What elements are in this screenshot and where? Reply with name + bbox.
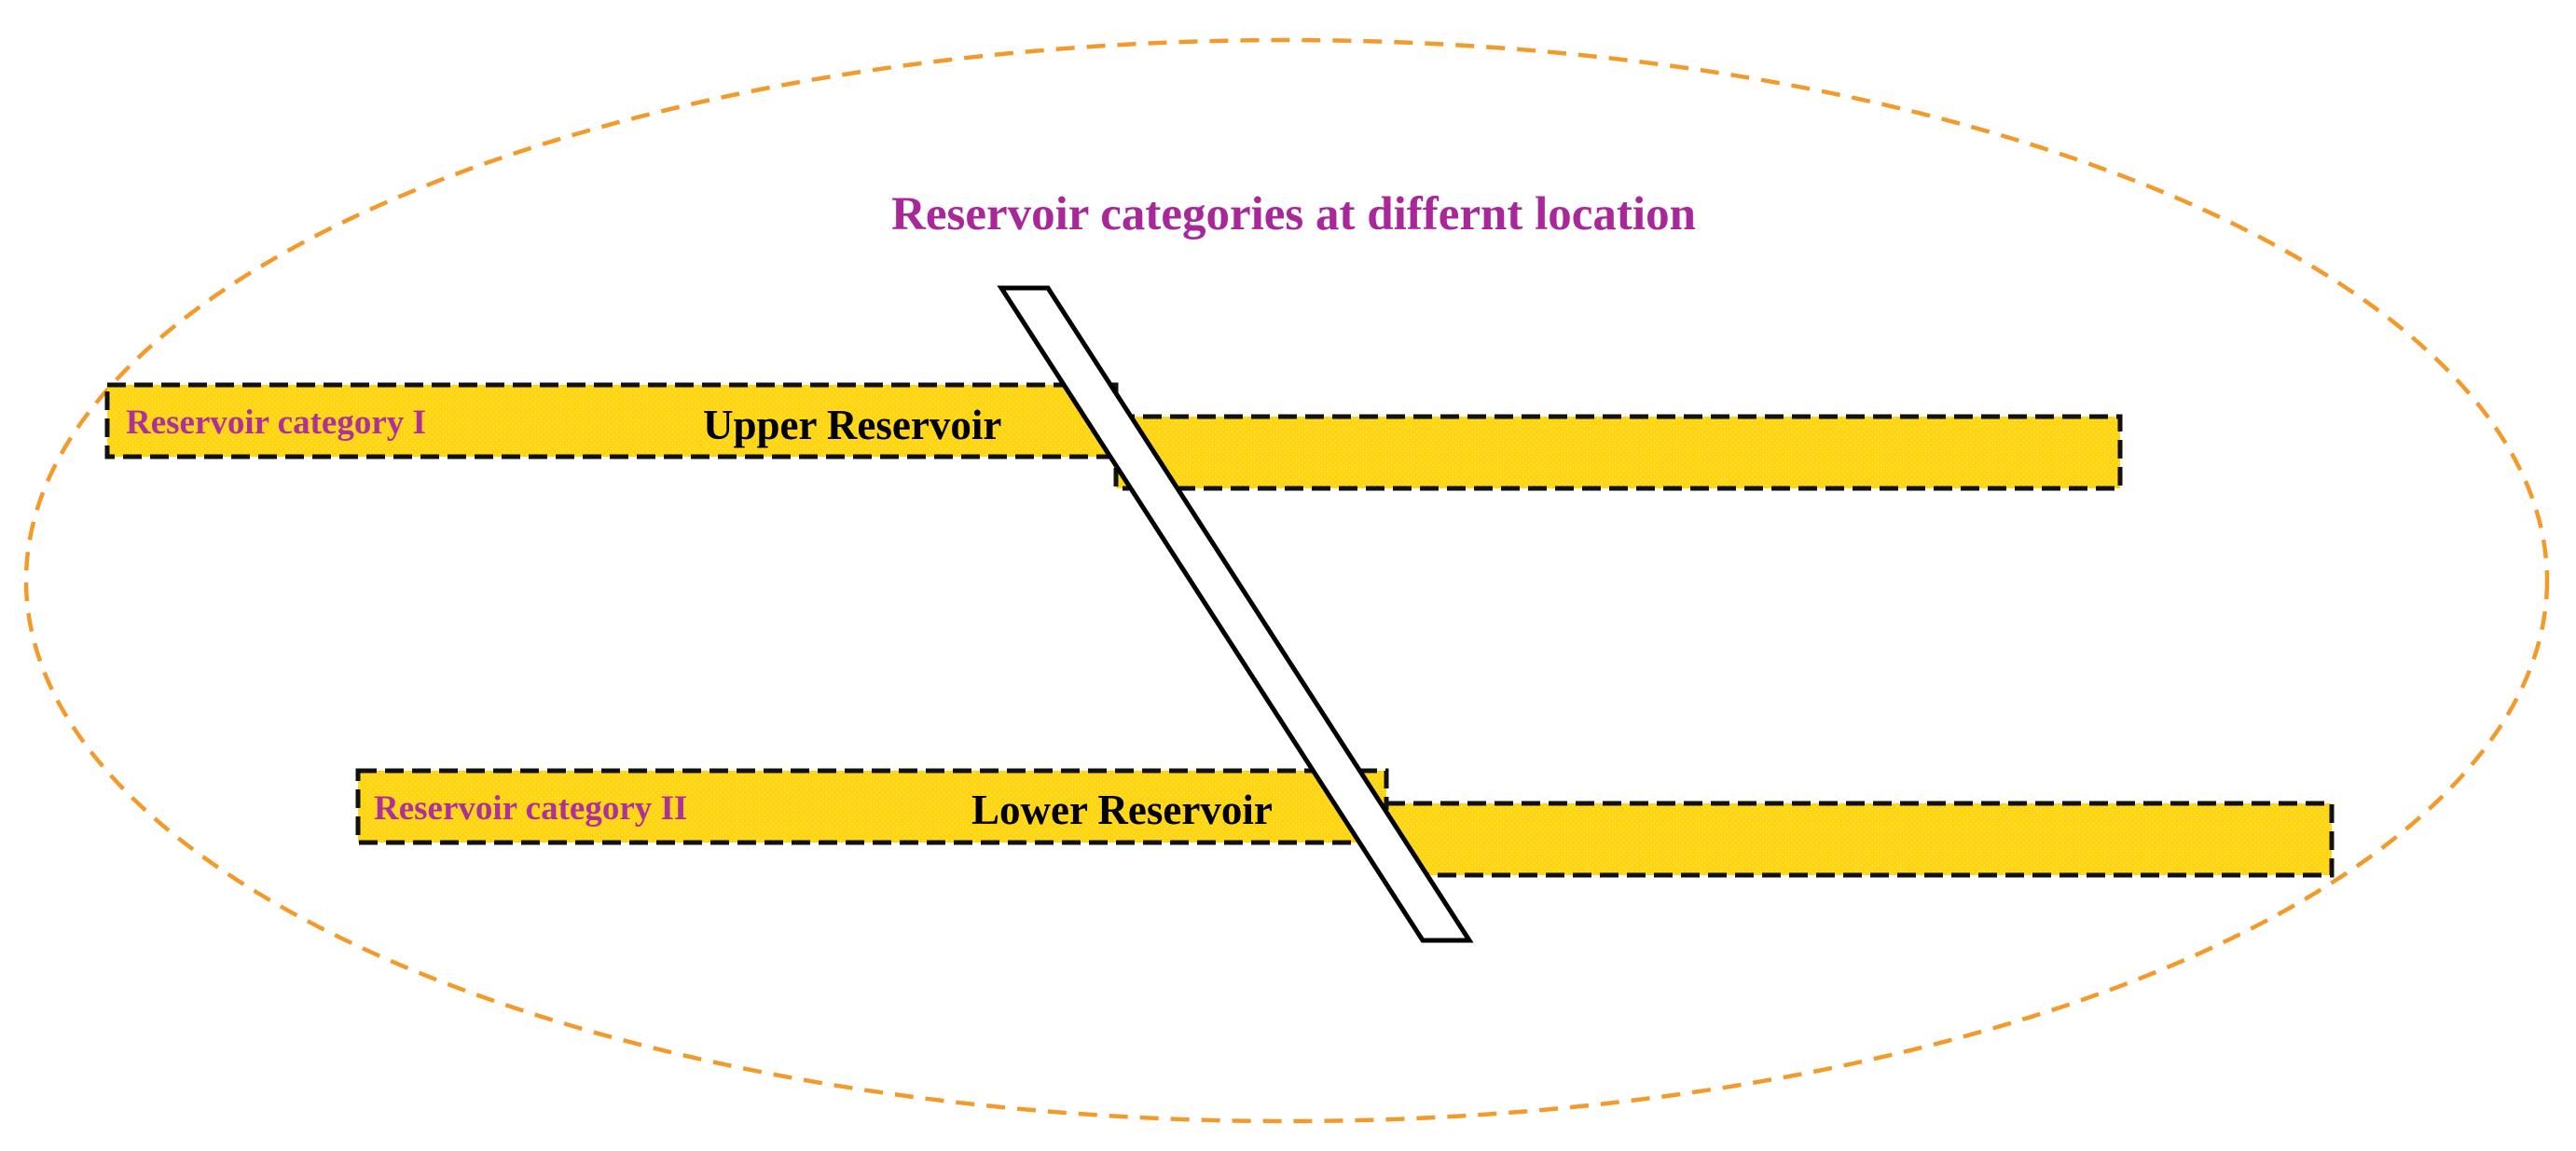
study-area-boundary [23,37,2550,1124]
upper-reservoir-label: Upper Reservoir [703,402,1001,448]
fault-plane [997,285,1474,943]
upper-reservoir-layer-right [1113,414,2123,491]
upper-category-label: Reservoir category I [126,404,426,442]
upper-reservoir-layer-left [104,382,1119,459]
lower-reservoir-label: Lower Reservoir [971,787,1273,833]
lower-reservoir-layer-right [1384,801,2335,878]
diagram-title: Reservoir categories at differnt locatio… [891,188,1696,240]
lower-category-label: Reservoir category II [374,789,687,828]
